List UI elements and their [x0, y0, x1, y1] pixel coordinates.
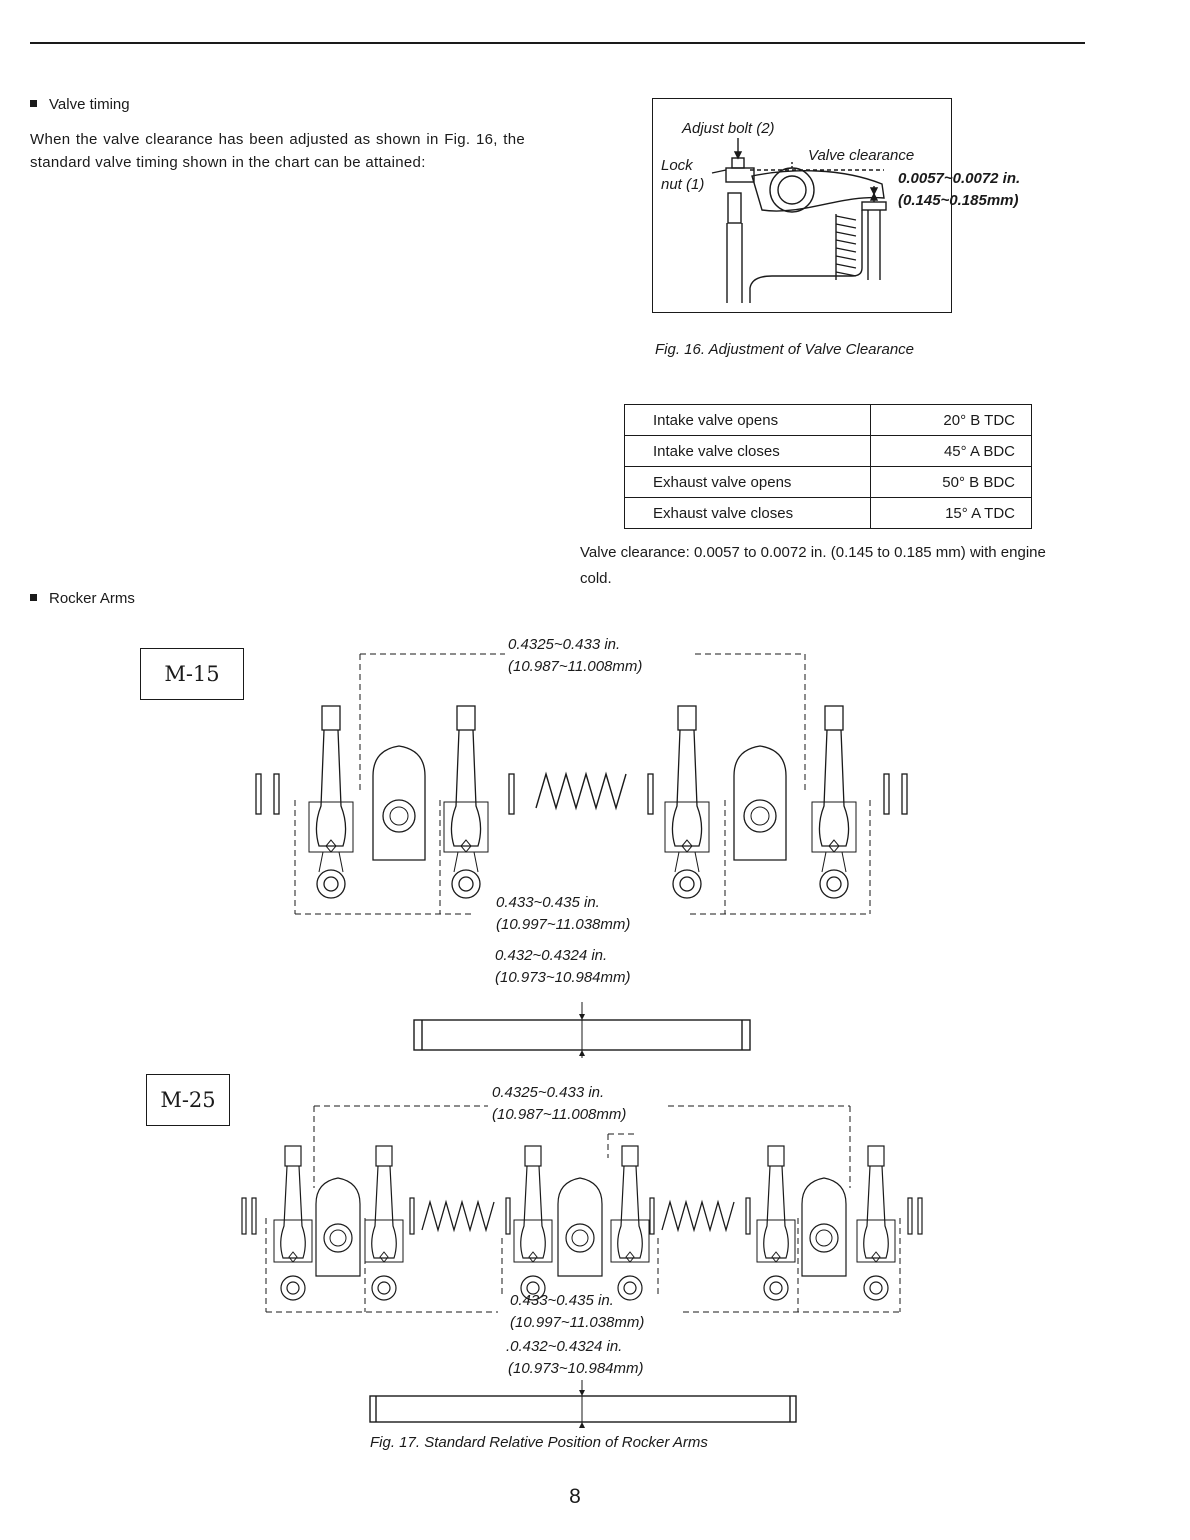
m15-shaft-dim-in: 0.432~0.4324 in.: [495, 947, 608, 964]
m25-rocker-shaft: [369, 1380, 797, 1428]
valve-clearance-label: Valve clearance: [808, 147, 915, 164]
table-cell-event: Intake valve opens: [624, 404, 871, 436]
m25-bottom-dim-mm: (10.997~11.038mm): [510, 1314, 645, 1331]
table-cell-event: Exhaust valve closes: [624, 497, 871, 529]
m25-top-dim-in: 0.4325~0.433 in.: [492, 1084, 605, 1101]
rocker-arms-heading: Rocker Arms: [30, 590, 135, 607]
m25-shaft-dim-mm: (10.973~10.984mm): [508, 1360, 644, 1377]
m15-top-dim-in: 0.4325~0.433 in.: [508, 636, 621, 653]
page-number: 8: [569, 1485, 581, 1508]
clearance-mm-label: (0.145~0.185mm): [898, 192, 1019, 209]
nut-label: nut (1): [661, 176, 705, 193]
m15-bottom-dim-mm: (10.997~11.038mm): [496, 916, 631, 933]
lock-label: Lock: [661, 157, 693, 174]
header-rule: [30, 42, 1085, 44]
table-cell-value: 45° A BDC: [869, 435, 1033, 467]
adjust-bolt-label: Adjust bolt (2): [682, 120, 775, 137]
m25-top-dim-mm: (10.987~11.008mm): [492, 1106, 627, 1123]
m25-rocker-assembly: [241, 1105, 923, 1313]
m15-bottom-dim-in: 0.433~0.435 in.: [496, 894, 600, 911]
m25-bottom-dim-in: 0.433~0.435 in.: [510, 1292, 614, 1309]
fig16-caption: Fig. 16. Adjustment of Valve Clearance: [655, 341, 915, 358]
table-cell-event: Exhaust valve opens: [624, 466, 871, 498]
bullet-icon: [30, 100, 37, 107]
m15-rocker-assembly: [255, 653, 908, 915]
fig16-diagram-frame: [652, 98, 952, 313]
table-row: Intake valve opens 20° B TDC: [624, 404, 1033, 436]
table-cell-value: 15° A TDC: [869, 497, 1033, 529]
clearance-in-label: 0.0057~0.0072 in.: [898, 170, 1021, 187]
m15-shaft-dim-mm: (10.973~10.984mm): [495, 969, 631, 986]
table-row: Exhaust valve opens 50° B BDC: [624, 466, 1033, 498]
m15-top-dim-mm: (10.987~11.008mm): [508, 658, 643, 675]
fig16-valve-diagram: [711, 138, 887, 303]
bullet-icon: [30, 594, 37, 601]
table-row: Intake valve closes 45° A BDC: [624, 435, 1033, 467]
valve-timing-heading-text: Valve timing: [49, 96, 130, 113]
table-cell-value: 50° B BDC: [869, 466, 1033, 498]
m25-shaft-dim-in: .0.432~0.4324 in.: [506, 1338, 623, 1355]
fig17-caption: Fig. 17. Standard Relative Position of R…: [370, 1434, 708, 1451]
valve-timing-heading: Valve timing: [30, 96, 130, 113]
m25-model-label: M-25: [146, 1074, 230, 1126]
table-cell-value: 20° B TDC: [869, 404, 1033, 436]
table-cell-event: Intake valve closes: [624, 435, 871, 467]
rocker-arms-heading-text: Rocker Arms: [49, 590, 135, 607]
table-row: Exhaust valve closes 15° A TDC: [624, 497, 1033, 529]
clearance-note: Valve clearance: 0.0057 to 0.0072 in. (0…: [580, 544, 1046, 587]
valve-timing-table: Intake valve opens 20° B TDC Intake valv…: [624, 404, 1033, 529]
valve-timing-paragraph: When the valve clearance has been adjust…: [30, 131, 525, 171]
m15-rocker-shaft: [413, 1002, 751, 1058]
m15-model-label: M-15: [140, 648, 244, 700]
